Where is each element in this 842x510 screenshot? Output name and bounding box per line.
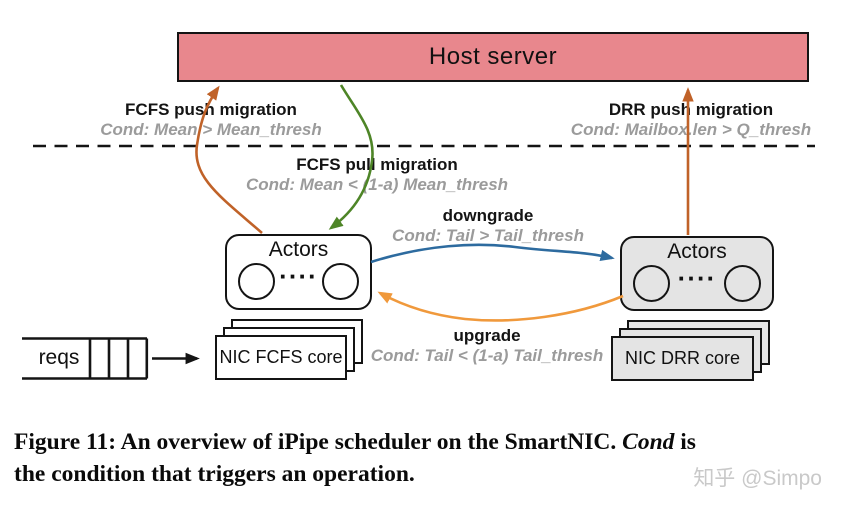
- drr-push-cond: Cond: Mailbox.len > Q_thresh: [570, 120, 812, 139]
- downgrade-title: downgrade: [442, 206, 534, 225]
- downgrade-label: downgrade Cond: Tail > Tail_thresh: [388, 206, 588, 246]
- figure-caption: Figure 11: An overview of iPipe schedule…: [14, 427, 830, 490]
- fcfs-pull-migration-label: FCFS pull migration Cond: Mean < (1-a) M…: [237, 155, 517, 195]
- fcfs-push-migration-label: FCFS push migration Cond: Mean > Mean_th…: [91, 100, 331, 140]
- fcfs-pull-title: FCFS pull migration: [296, 155, 458, 174]
- actors-label: Actors: [268, 238, 329, 261]
- drr-push-title: DRR push migration: [608, 100, 774, 119]
- actor-dots: ····: [279, 261, 318, 291]
- actors-box-nic-drr: Actors ····: [620, 236, 774, 311]
- downgrade-arrow: [370, 243, 615, 264]
- downgrade-cond: Cond: Tail > Tail_thresh: [392, 226, 584, 245]
- watermark: 知乎 @Simpo: [693, 467, 822, 490]
- host-server-box: Host server: [177, 32, 809, 82]
- reqs-label: reqs: [38, 346, 80, 369]
- fcfs-pull-cond: Cond: Mean < (1-a) Mean_thresh: [245, 175, 509, 194]
- nic-drr-core-label: NIC DRR core: [624, 348, 740, 368]
- drr-push-migration-label: DRR push migration Cond: Mailbox.len > Q…: [561, 100, 821, 140]
- caption-line-2: the condition that triggers an operation…: [14, 460, 415, 487]
- actor-circle: [322, 263, 359, 300]
- actor-circle: [633, 265, 670, 302]
- caption-cond-word: Cond: [622, 429, 675, 455]
- actors-box-nic-fcfs: Actors ····: [225, 234, 372, 310]
- actor-circle: [724, 265, 761, 302]
- fcfs-push-cond: Cond: Mean > Mean_thresh: [100, 120, 322, 139]
- nic-fcfs-core-box: NIC FCFS core: [215, 335, 347, 380]
- upgrade-arrow: [377, 291, 624, 322]
- nic-fcfs-core-label: NIC FCFS core: [219, 347, 343, 367]
- fcfs-push-title: FCFS push migration: [125, 100, 297, 119]
- upgrade-title: upgrade: [453, 326, 521, 345]
- actor-circle: [238, 263, 275, 300]
- caption-line-1: Figure 11: An overview of iPipe schedule…: [14, 429, 696, 455]
- actor-dots: ····: [677, 263, 717, 293]
- nic-drr-core-box: NIC DRR core: [611, 336, 754, 381]
- host-server-label: Host server: [428, 43, 558, 70]
- actors-label: Actors: [667, 240, 727, 263]
- upgrade-cond: Cond: Tail < (1-a) Tail_thresh: [370, 346, 604, 365]
- upgrade-label: upgrade Cond: Tail < (1-a) Tail_thresh: [367, 326, 607, 366]
